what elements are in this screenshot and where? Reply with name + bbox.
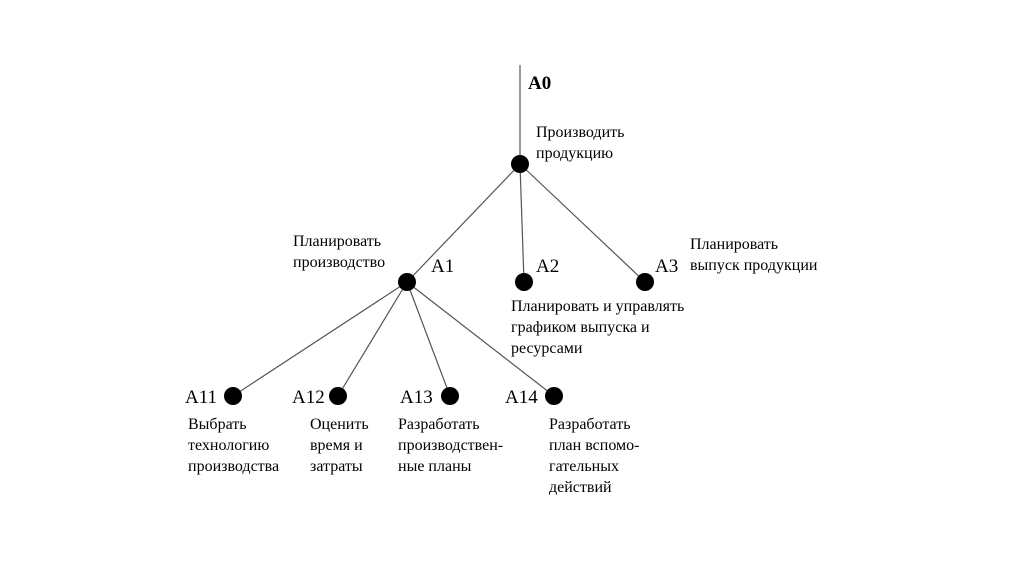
node-label-a2: Планировать и управлять графиком выпуска… [511,298,685,357]
node-dot-a12 [329,387,347,405]
edge-a1-a14 [406,281,555,397]
edge-a0-a2 [519,163,525,283]
node-code-a1: A1 [431,256,455,277]
node-dot-a2 [515,273,533,291]
node-code-a13: A13 [400,387,433,408]
edge-a1-a11 [232,281,408,397]
node-label-a0: Производить продукцию [536,124,625,162]
node-label-a11: Выбрать технологию производства [188,416,280,475]
node-dot-a1 [398,273,416,291]
node-dot-a11 [224,387,242,405]
node-label-a12: Оценить время и затраты [310,416,369,475]
edge-a0-a3 [519,163,646,283]
node-dot-a0 [511,155,529,173]
node-code-a0: A0 [528,73,552,94]
node-code-a12: A12 [292,387,325,408]
node-label-a3: Планировать выпуск продукции [690,236,818,274]
node-code-a11: A11 [185,387,218,408]
node-code-a2: A2 [536,256,560,277]
node-label-a13: Разработать производствен- ные планы [398,416,504,475]
node-dot-a14 [545,387,563,405]
node-code-a14: A14 [505,387,538,408]
node-code-a3: A3 [655,256,679,277]
node-label-a1: Планировать производство [293,233,386,271]
node-dot-a3 [636,273,654,291]
edge-a1-a13 [406,281,451,397]
node-dot-a13 [441,387,459,405]
edge-a1-a12 [337,281,408,397]
node-label-a14: Разработать план вспомо- гательных дейст… [549,416,640,496]
edge-a0-a1 [406,163,521,283]
